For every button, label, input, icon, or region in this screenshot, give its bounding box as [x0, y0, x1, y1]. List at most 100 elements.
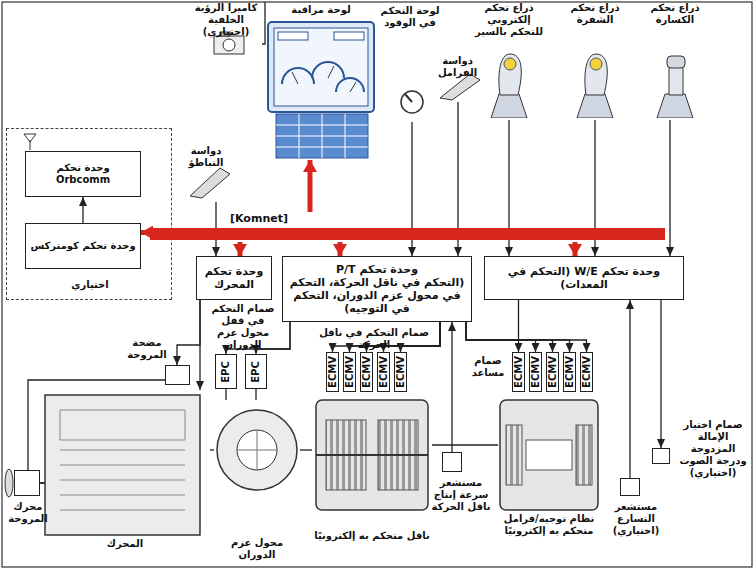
illustration-part [316, 454, 428, 456]
epc-valve: EPC [215, 354, 237, 389]
illustration-part [292, 72, 298, 84]
optional-group: اختياري وحدة تحكم Orbcomm وحدة تحكم كومترك… [6, 128, 172, 300]
ecmv-valve: ECMV [326, 352, 339, 392]
illustration-part [405, 94, 412, 102]
decel-pedal-icon [190, 168, 230, 198]
decel-pedal: دواسة التباطؤ [176, 145, 236, 202]
transmission-icon [316, 400, 428, 510]
signal-line [466, 322, 553, 352]
signal-line [629, 300, 630, 478]
node-label: محرك المروحة [7, 501, 49, 525]
engine-icon [45, 395, 200, 535]
torque-converter-icon [217, 410, 297, 490]
camera: كاميرا الرؤية الخلفية (اختياري) [190, 2, 262, 58]
signal-line [82, 197, 83, 223]
illustration-part [237, 430, 277, 470]
ecmv-valve: ECMV [377, 352, 390, 392]
illustration-part [223, 39, 235, 51]
node-label: ذراع تحكم الشفرة [562, 2, 628, 26]
monitor-panel: لوحة مراقبة [262, 2, 380, 160]
illustration-part [334, 32, 364, 40]
node-label: كاميرا الرؤية الخلفية (اختياري) [190, 2, 262, 38]
bus-connector [141, 230, 150, 235]
signal-line [28, 380, 165, 470]
illustration-part [237, 430, 277, 470]
fan-pump: مضخة المروحة [165, 365, 190, 385]
illustration-part [500, 400, 598, 510]
part-label: صمام التحكم في قفل محول عزم الدوران [210, 303, 276, 351]
signal-line [255, 389, 256, 400]
signal-line [466, 322, 587, 352]
controller-box: وحدة تحكم W/E (التحكم في المعدات) [484, 256, 684, 300]
steering-brake: نظام توجيه/فرامل متحكم به إلكترونيًا [498, 395, 600, 560]
node-label: صمام اختيار الإمالة المزدوجة ودرجة الصوت… [677, 419, 749, 479]
engine: المحرك [40, 390, 210, 560]
bus-connector [338, 242, 343, 256]
illustration-part [217, 410, 297, 490]
signal-line [210, 449, 214, 450]
node-label: ناقل متحكم به إلكترونيًا [312, 530, 432, 542]
node-label: ECMV [564, 356, 576, 388]
node-label: محول عزم الدوران [214, 537, 300, 561]
node-label: ذراع تحكم الكسارة [638, 2, 712, 26]
node-label: لوحة مراقبة [262, 4, 380, 16]
node-label: EPC [220, 361, 232, 383]
node-label: ذراع تحكم إلكتروني للتحكم بالسير [470, 2, 548, 38]
signal-line [225, 389, 226, 400]
accel-sensor: مستشعر التسارع (اختياري) [620, 478, 640, 496]
illustration-part [526, 440, 572, 470]
fuel-dial-icon [401, 91, 423, 113]
bus-connector [573, 242, 578, 256]
signal-line [432, 444, 498, 445]
fan-icon [5, 469, 45, 497]
illustration-part [401, 91, 423, 113]
ecmv-valve: ECMV [529, 352, 542, 392]
signal-line [466, 322, 570, 352]
ecmv-valve: ECMV [580, 352, 593, 392]
controller-box: وحدة تحكم كومتركس [25, 223, 141, 269]
node-label: نظام توجيه/فرامل متحكم به إلكترونيًا [498, 513, 600, 537]
tilt-valve: صمام اختيار الإمالة المزدوجة ودرجة الصوت… [652, 448, 670, 464]
ecmv-valve: ECMV [360, 352, 373, 392]
aux-valve: صمام مساعدECMV [512, 352, 525, 392]
node-label: اختياري [7, 279, 173, 291]
node-label: ECMV [344, 356, 356, 388]
node-label: ECMV [547, 356, 559, 388]
illustration-part [40, 482, 45, 484]
blade-joystick: ذراع تحكم الشفرة [562, 2, 628, 120]
node-label: مستشعر سرعة إنتاج ناقل الحركة [431, 477, 491, 513]
node-label: وحدة تحكم كومتركس [30, 240, 135, 252]
illustration-part [24, 134, 36, 142]
illustration-part [45, 395, 200, 535]
joystick-icon [577, 54, 613, 118]
node-label: وحدة تحكم المحرك [201, 265, 267, 291]
node-label: مستشعر التسارع (اختياري) [607, 501, 665, 537]
signal-line [660, 300, 661, 448]
node-label: ECMV [361, 356, 373, 388]
node-label: ECMV [513, 356, 525, 388]
fuel-dial: لوحة التحكم في الوقود [372, 5, 448, 122]
illustration-part [268, 22, 374, 112]
signal-line [451, 322, 452, 452]
illustration-part [316, 400, 428, 510]
node-label: ECMV [395, 356, 407, 388]
node-label: دواسة الفرامل [425, 55, 490, 79]
illustration-part [328, 66, 334, 78]
controller-box: وحدة تحكم Orbcomm [25, 151, 141, 197]
node-label: ECMV [530, 356, 542, 388]
signal-line [177, 300, 200, 365]
speed-sensor: مستشعر سرعة إنتاج ناقل الحركة [442, 452, 462, 472]
node-label: EPC [250, 361, 262, 383]
node-label: دواسة التباطؤ [176, 145, 236, 169]
joystick-icon [657, 56, 693, 118]
komnet-bus: [Komnet] [150, 212, 665, 242]
signal-line [518, 300, 519, 352]
node-label: (التحكم في ناقل الحركة، التحكم في محول ع… [287, 276, 467, 316]
travel-joystick: ذراع تحكم إلكتروني للتحكم بالسير [470, 2, 548, 120]
ecmv-valve: ECMV [563, 352, 576, 392]
torque-converter: محول عزم الدوران [214, 400, 300, 560]
fan-motor: محرك المروحة [14, 470, 40, 496]
bus-connector [308, 160, 313, 212]
